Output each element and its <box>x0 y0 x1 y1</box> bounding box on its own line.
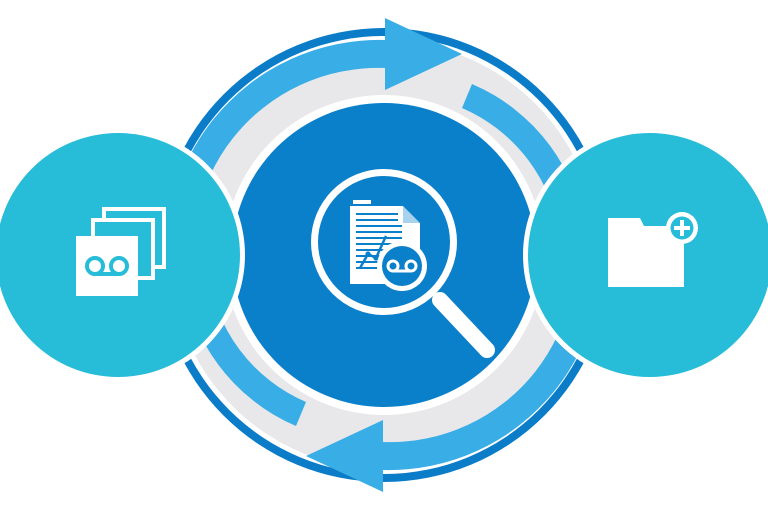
left-node <box>0 128 245 382</box>
voicemail-stack-icon <box>76 207 166 296</box>
magnifier-document-voicemail-icon <box>311 169 495 358</box>
folder-add-icon <box>608 212 698 287</box>
right-node <box>523 128 768 382</box>
